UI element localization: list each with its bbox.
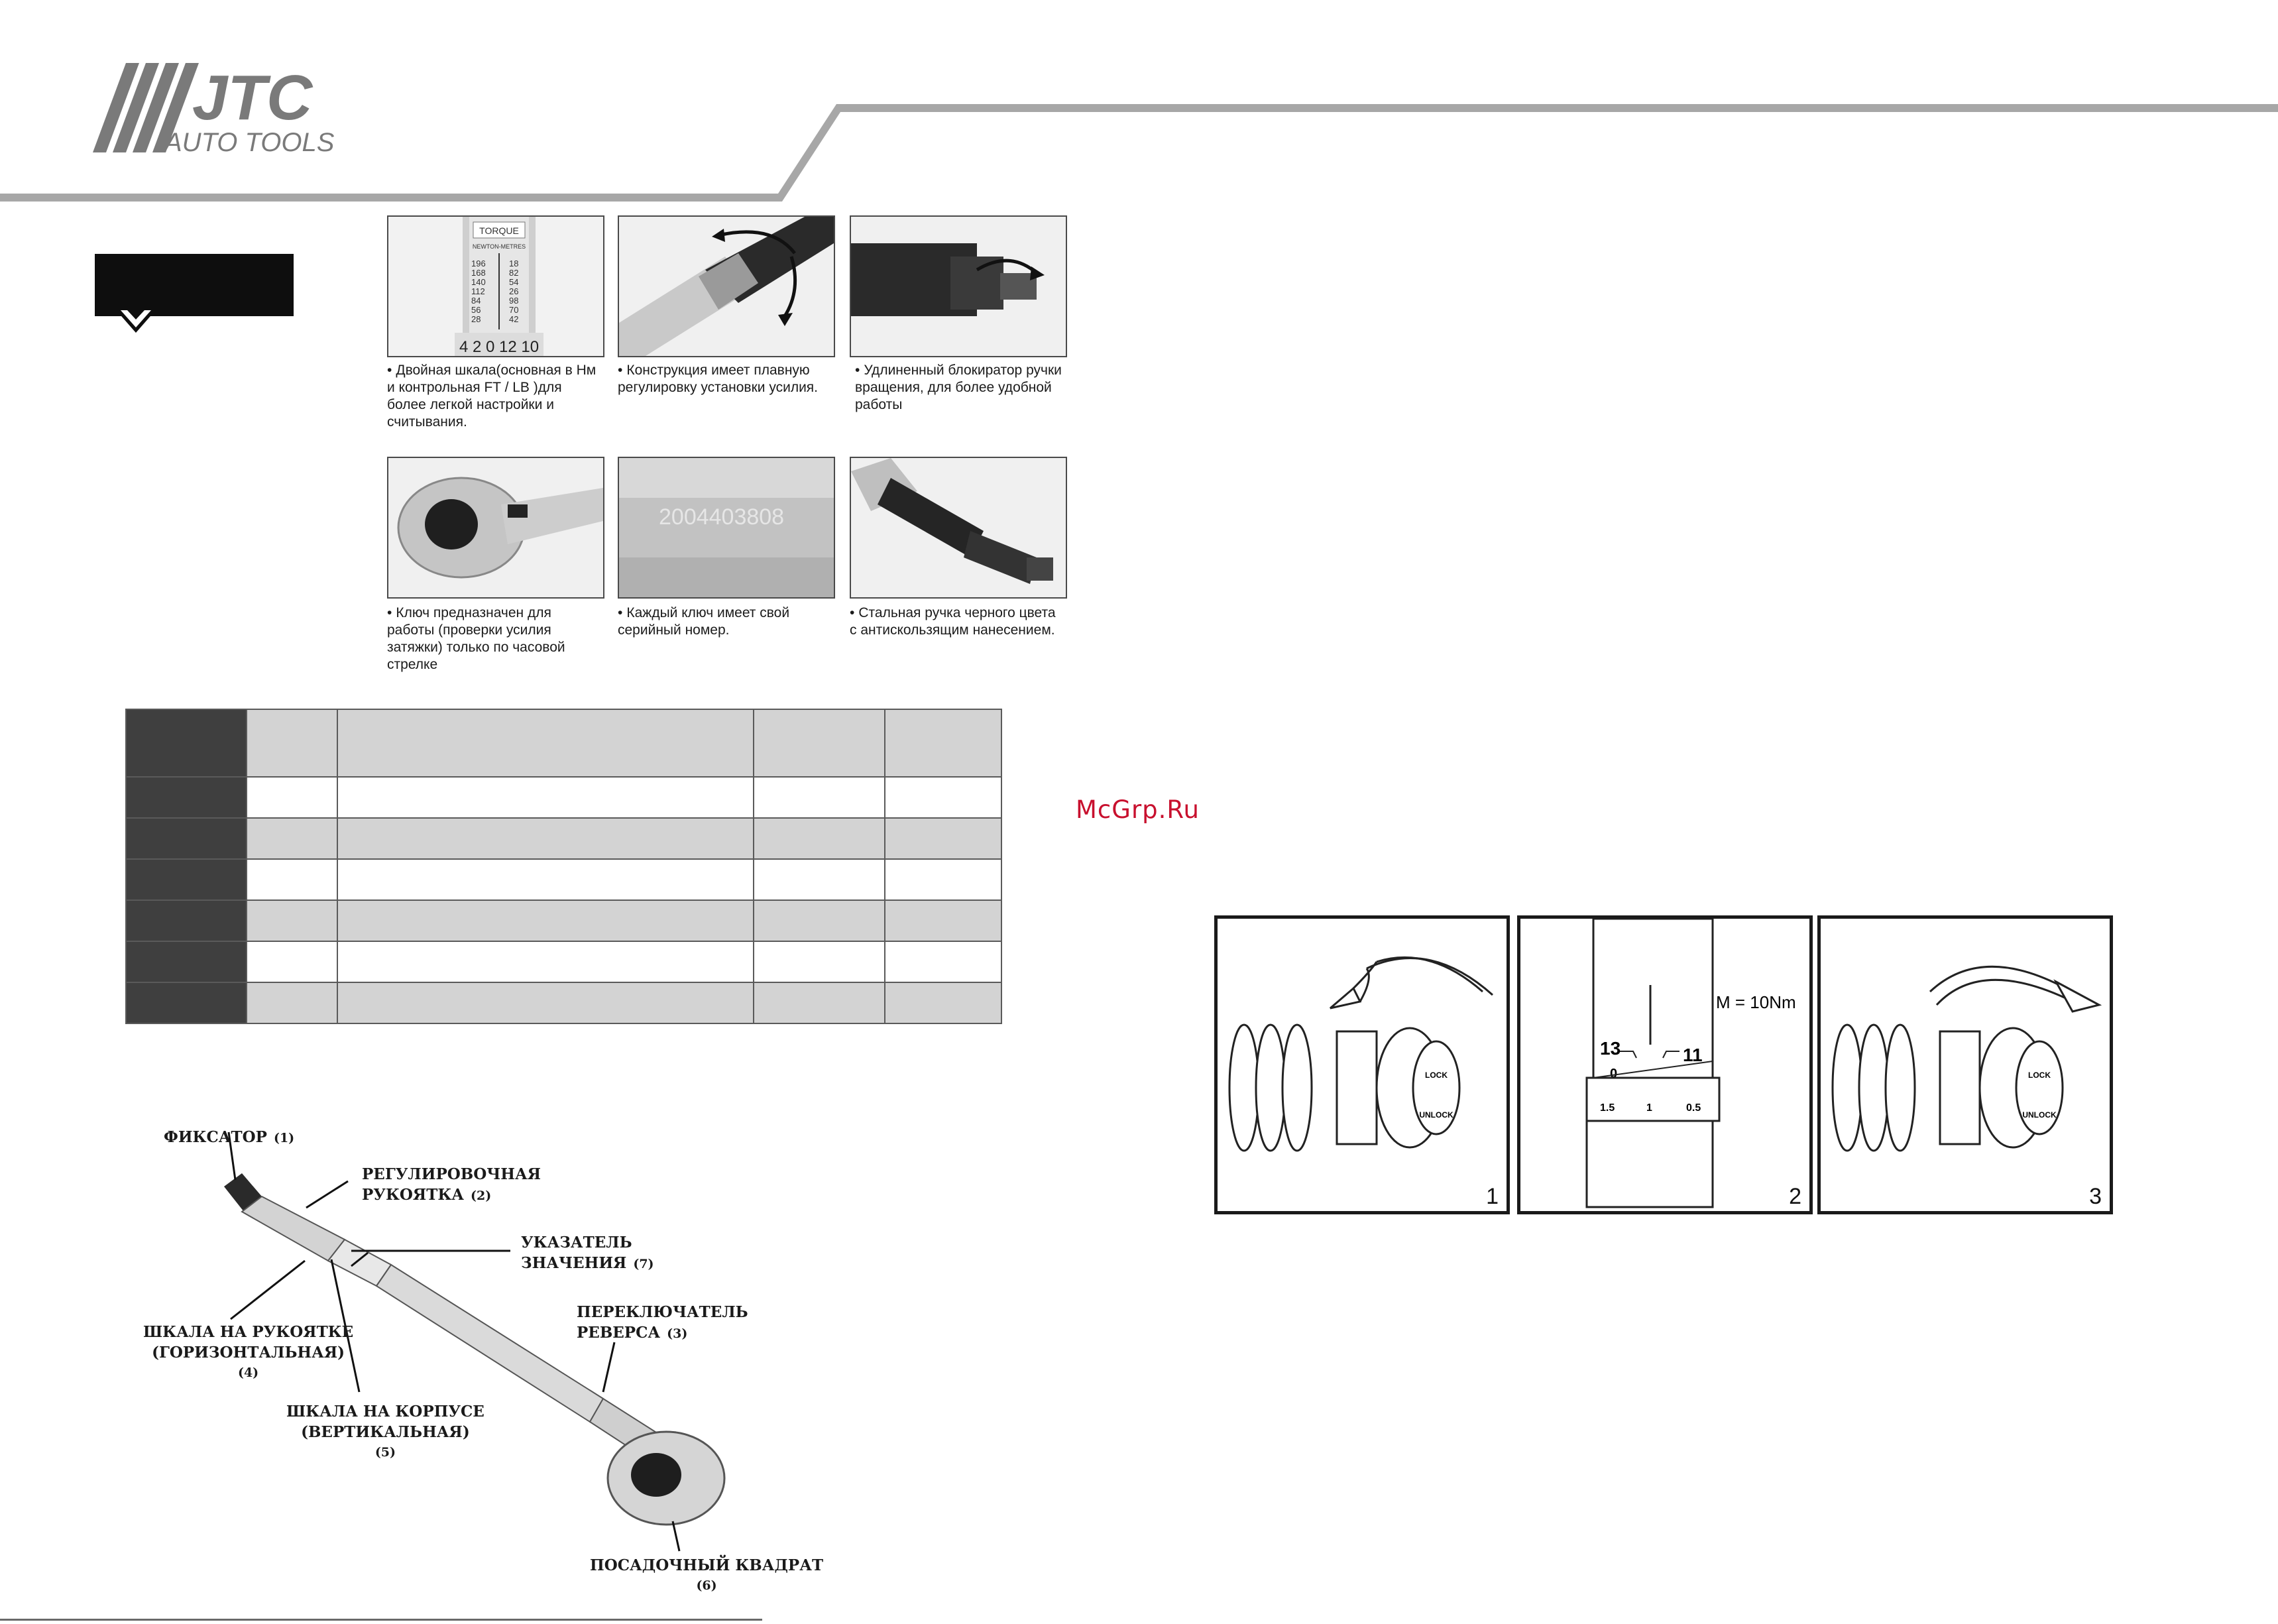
spec-table: [125, 709, 1002, 1024]
serial-number-photo: 2004403808: [618, 457, 835, 599]
scale-left-1: 168: [471, 268, 486, 278]
table-row: [125, 899, 1002, 942]
section-tab: [95, 254, 294, 316]
lock-knob-photo: [850, 215, 1067, 357]
scale-value-left: 13: [1600, 1038, 1621, 1059]
step-number: 2: [1789, 1184, 1801, 1209]
scale-zero: 0: [1610, 1067, 1617, 1081]
handle-photo: [850, 457, 1067, 599]
logo-text: JTC: [192, 62, 313, 133]
tab-arrow-icon: [113, 306, 159, 333]
unlock-label: UNLOCK: [1419, 1110, 1453, 1120]
label-lock: ФИКСАТОР(1): [164, 1128, 295, 1146]
table-row: [125, 858, 1002, 901]
scale-left-0: 196: [471, 259, 486, 268]
label-body-scale: ШКАЛА НА КОРПУСЕ(ВЕРТИКАЛЬНАЯ)(5): [286, 1403, 484, 1460]
scale-value-right: 11: [1683, 1045, 1703, 1065]
logo-sub: AUTO TOOLS: [163, 128, 335, 157]
unlock-label: UNLOCK: [2022, 1110, 2057, 1120]
bottom-rule: [0, 1619, 762, 1621]
serial-number-text: 2004403808: [659, 504, 784, 530]
scale-left-2: 140: [471, 277, 486, 287]
wrench-diagram: [126, 1087, 828, 1571]
torque-formula: M = 10Nm: [1716, 992, 1796, 1012]
step-number: 1: [1486, 1184, 1499, 1209]
feature-caption-1: •Двойная шкала(основная в Нм и контрольн…: [387, 363, 597, 430]
scale-left-4: 84: [471, 296, 481, 306]
jtc-logo: JTC AUTO TOOLS: [93, 60, 345, 159]
table-row: [125, 817, 1002, 860]
table-row: [125, 982, 1002, 1024]
scale-right-4: 98: [509, 296, 518, 306]
step-1-diagram: LOCK UNLOCK 1: [1214, 915, 1510, 1214]
scale-right-0: 18: [509, 259, 518, 268]
scale-left-5: 56: [471, 305, 481, 315]
tick-label-1: 1.5: [1600, 1102, 1615, 1114]
feature-caption-5: •Каждый ключ имеет свой серийный номер.: [618, 605, 790, 638]
scale-right-3: 26: [509, 286, 518, 296]
step-3-diagram: LOCK UNLOCK 3: [1817, 915, 2113, 1214]
feature-caption-4: •Ключ предназначен для работы (проверки …: [387, 605, 565, 672]
scale-top-label: TORQUE: [479, 225, 519, 236]
tick-label-2: 1: [1646, 1102, 1652, 1114]
tick-label-3: 0.5: [1686, 1102, 1701, 1114]
feature-caption-6: •Стальная ручка черного цвета с антискол…: [850, 605, 1056, 638]
step-2-diagram: 13 11 0 1.5 1 0.5 M = 10Nm 2: [1517, 915, 1813, 1214]
scale-right-2: 54: [509, 277, 518, 287]
scale-left-6: 28: [471, 314, 481, 324]
watermark: McGrp.Ru: [1076, 795, 1200, 824]
lock-label: LOCK: [1425, 1071, 1448, 1080]
feature-caption-3: •Удлиненный блокиратор ручки вращения, д…: [855, 363, 1062, 412]
dual-scale-photo: TORQUE NEWTON-METRES 196 168 140 112 84 …: [387, 215, 604, 357]
table-header-row: [125, 709, 1002, 778]
scale-bottom-label: 4 2 0 12 10: [459, 338, 539, 356]
table-row: [125, 776, 1002, 819]
scale-right-6: 42: [509, 314, 518, 324]
scale-left-3: 112: [471, 286, 485, 296]
scale-right-1: 82: [509, 268, 518, 278]
ratchet-head-photo: [387, 457, 604, 599]
lock-label: LOCK: [2028, 1071, 2051, 1080]
scale-right-5: 70: [509, 305, 518, 315]
step-number: 3: [2089, 1184, 2102, 1209]
label-square-drive: ПОСАДОЧНЫЙ КВАДРАТ(6): [590, 1556, 824, 1593]
table-row: [125, 941, 1002, 983]
label-handle-scale: ШКАЛА НА РУКОЯТКЕ(ГОРИЗОНТАЛЬНАЯ)(4): [143, 1323, 354, 1380]
feature-caption-2: •Конструкция имеет плавную регулировку у…: [618, 363, 819, 395]
scale-unit-label: NEWTON-METRES: [473, 243, 526, 250]
adjustment-photo: [618, 215, 835, 357]
